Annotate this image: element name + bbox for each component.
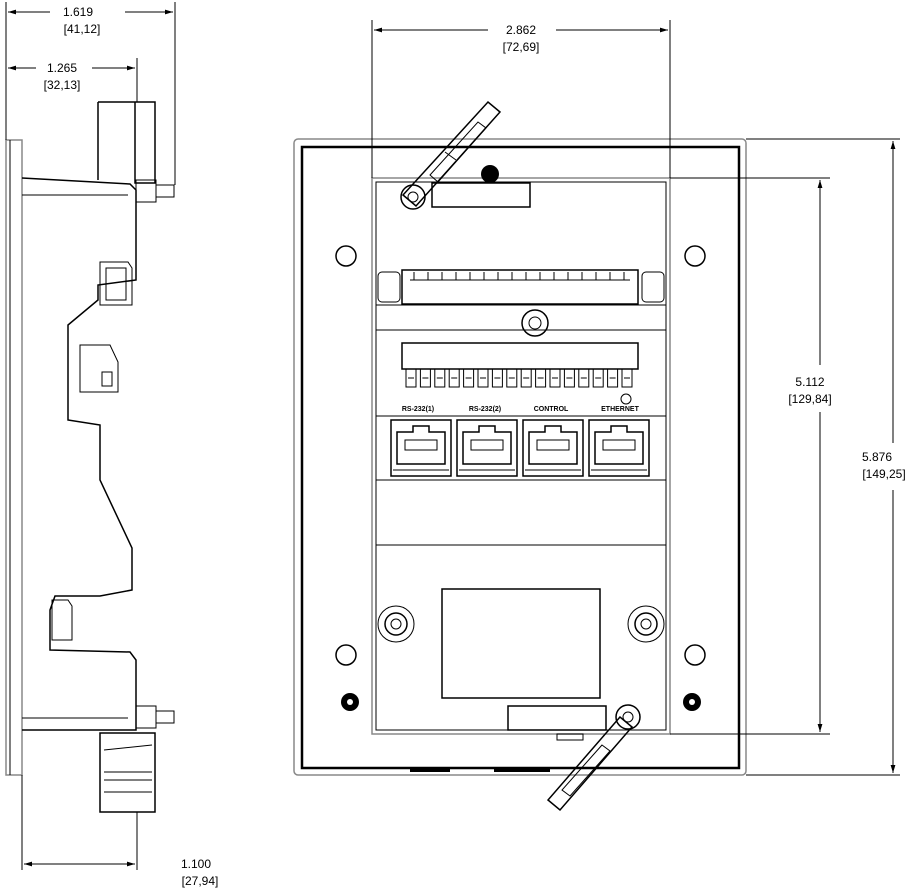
- plate-hole-top-right: [684, 245, 706, 267]
- lower-terminal-slot: [549, 368, 561, 388]
- lower-terminal-slot: [419, 368, 431, 388]
- side-bottom-tab: [99, 732, 156, 813]
- bottom-clip: [507, 705, 607, 731]
- front-inner-plate: [300, 145, 741, 770]
- dim-1100-mm: [27,94]: [182, 874, 219, 888]
- rj-jack: [390, 419, 452, 477]
- lower-terminal-slot: [477, 368, 489, 388]
- dim-2862-mm: [72,69]: [503, 40, 540, 54]
- dim-1619-mm: [41,12]: [64, 22, 101, 36]
- dim-1100-inch: 1.100: [181, 857, 211, 871]
- lower-terminal-slot: [405, 368, 417, 388]
- boss-right: [627, 605, 665, 643]
- lower-terminal-slot: [592, 368, 604, 388]
- plate-hole-top-left: [335, 245, 357, 267]
- top-clip: [431, 182, 531, 208]
- dim-2862-inch: 2.862: [506, 23, 536, 37]
- lower-terminal-slot: [520, 368, 532, 388]
- port-label-control: CONTROL: [534, 406, 569, 413]
- plate-hole-bottom-right: [684, 644, 706, 666]
- lower-terminal-slot: [563, 368, 575, 388]
- side-wallplate: [5, 139, 23, 776]
- lower-terminal-slot: [434, 368, 446, 388]
- top-latch-arm: [400, 100, 502, 210]
- rj-jacks: [390, 419, 650, 477]
- dim-5876-inch: 5.876: [862, 450, 892, 464]
- rj-jack: [588, 419, 650, 477]
- lower-terminal-slot: [607, 368, 619, 388]
- lower-terminal-slot: [448, 368, 460, 388]
- upper-terminal-block: [401, 269, 639, 305]
- label-area: [441, 588, 601, 699]
- lower-terminal-slot: [506, 368, 518, 388]
- module-frame: [371, 177, 671, 735]
- dim-5112-mm: [129,84]: [788, 392, 831, 406]
- port-label-ethernet: ETHERNET: [601, 406, 639, 413]
- side-body-outline: [21, 177, 137, 731]
- rj-jack: [522, 419, 584, 477]
- front-view: RS-232(1) RS-232(2) CONTROL ETHERNET: [293, 20, 906, 812]
- port-label-rs232-2: RS-232(2): [469, 406, 501, 413]
- lower-terminal-slot: [491, 368, 503, 388]
- plate-hole-bottom-left: [335, 644, 357, 666]
- dim-1265-mm: [32,13]: [44, 78, 81, 92]
- lower-terminal-block: [401, 342, 639, 405]
- dim-5876-mm: [149,25]: [862, 467, 905, 481]
- side-top-module: [98, 101, 156, 184]
- rj-jack: [456, 419, 518, 477]
- lower-terminal-slot: [535, 368, 547, 388]
- lower-terminal-slot: [578, 368, 590, 388]
- bottom-latch-arm: [546, 704, 641, 812]
- boss-left: [377, 605, 415, 643]
- center-screw: [521, 309, 549, 337]
- front-outer-plate: [293, 138, 747, 776]
- dim-1265-inch: 1.265: [47, 61, 77, 75]
- dim-1619-inch: 1.619: [63, 5, 93, 19]
- lower-terminal-slot: [463, 368, 475, 388]
- port-label-rs232-1: RS-232(1): [402, 406, 434, 413]
- side-view: 1.619 [41,12] 1.265 [32,13] 1.100 [27,94…: [5, 2, 219, 888]
- dim-5112-inch: 5.112: [795, 375, 824, 389]
- lower-terminal-slot: [621, 368, 633, 388]
